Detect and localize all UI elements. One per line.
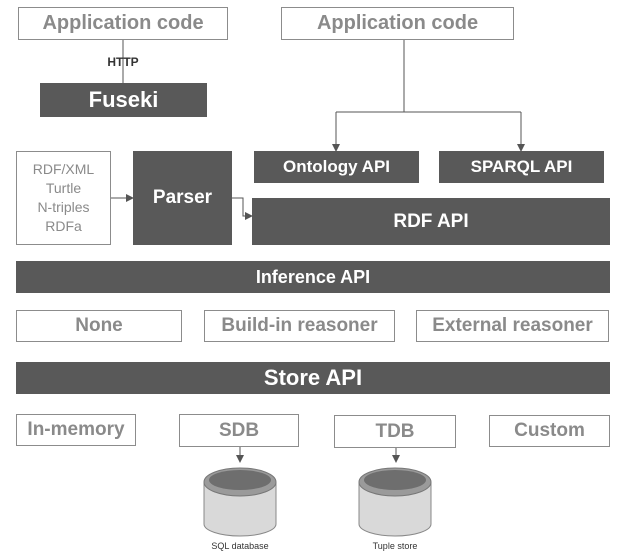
sdb-box: SDB (179, 414, 299, 447)
fuseki-box: Fuseki (40, 83, 207, 117)
format-ntriples: N-triples (37, 199, 90, 215)
parser-box: Parser (133, 151, 232, 245)
parser-to-rdf-arrow (232, 197, 253, 220)
format-rdfa: RDFa (45, 218, 82, 234)
store-api-bar: Store API (16, 362, 610, 394)
left-application-code-box: Application code (18, 7, 228, 40)
reasoner-none-box: None (16, 310, 182, 342)
tuple-store-label: Tuple store (372, 541, 418, 551)
right-application-code-box: Application code (281, 7, 514, 40)
rdf-api-box: RDF API (252, 198, 610, 245)
builtin-reasoner-box: Build-in reasoner (204, 310, 395, 342)
tdb-box: TDB (334, 415, 456, 448)
inference-api-bar: Inference API (16, 261, 610, 293)
tuple-store-icon (358, 467, 432, 537)
in-memory-box: In-memory (16, 414, 136, 446)
ontology-api-box: Ontology API (254, 151, 419, 183)
sql-database-label: SQL database (211, 541, 269, 551)
sparql-api-box: SPARQL API (439, 151, 604, 183)
custom-box: Custom (489, 415, 610, 447)
http-label: HTTP (107, 55, 139, 69)
external-reasoner-box: External reasoner (416, 310, 609, 342)
input-formats-box: RDF/XML Turtle N-triples RDFa (16, 151, 111, 245)
format-rdfxml: RDF/XML (32, 161, 95, 177)
sql-database-icon (203, 467, 277, 537)
format-turtle: Turtle (45, 180, 82, 196)
